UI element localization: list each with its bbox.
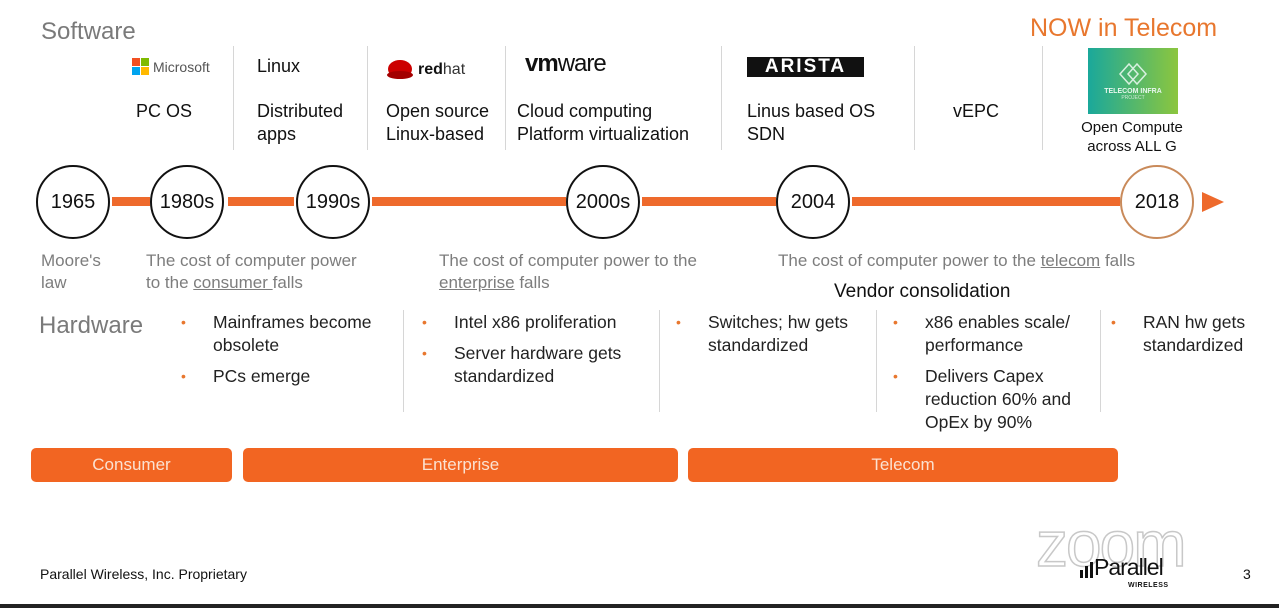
list-item: Switches; hw gets standardized (676, 311, 866, 357)
hardware-switches-list: Switches; hw gets standardized (676, 311, 866, 365)
vendor-consolidation-label: Vendor consolidation (834, 281, 1011, 302)
list-item: x86 enables scale/ performance (893, 311, 1093, 357)
era-consumer: Consumer (31, 448, 232, 482)
list-item: Delivers Capex reduction 60% and OpEx by… (893, 365, 1093, 434)
software-caption: Cloud computing Platform virtualization (517, 101, 690, 144)
brand-subtitle: WIRELESS (1128, 582, 1169, 589)
zoom-watermark: zoom (1035, 508, 1187, 580)
software-caption: Distributed apps (257, 101, 344, 144)
timeline-bar (642, 197, 776, 206)
software-caption: Open Compute across ALL G (1081, 119, 1183, 155)
timeline-node-2018: 2018 (1120, 165, 1194, 239)
list-item: PCs emerge (181, 365, 391, 388)
hardware-telecom-list: x86 enables scale/ performance Delivers … (893, 311, 1093, 442)
consumer-cost-note: The cost of computer power to the consum… (146, 251, 357, 292)
timeline-node-2004: 2004 (776, 165, 850, 239)
list-item: Server hardware gets standardized (422, 342, 624, 388)
timeline-node-1965: 1965 (36, 165, 110, 239)
list-item: Intel x86 proliferation (422, 311, 652, 334)
footer-proprietary: Parallel Wireless, Inc. Proprietary (40, 566, 247, 582)
enterprise-cost-note: The cost of computer power to the enterp… (439, 251, 697, 292)
timeline-node-2000s: 2000s (566, 165, 640, 239)
divider (505, 46, 506, 150)
list-item: RAN hw gets standardized (1111, 311, 1271, 357)
divider (659, 310, 660, 412)
hardware-consumer-list: Mainframes become obsolete PCs emerge (181, 311, 391, 396)
divider (721, 46, 722, 150)
timeline-bar (372, 197, 566, 206)
timeline-node-1990s: 1990s (296, 165, 370, 239)
software-title: Software (41, 18, 136, 45)
divider (1100, 310, 1101, 412)
era-enterprise: Enterprise (243, 448, 678, 482)
vmware-logo: vmware (525, 50, 607, 77)
divider (403, 310, 404, 412)
timeline-arrow-icon (1202, 192, 1224, 212)
timeline-node-1980s: 1980s (150, 165, 224, 239)
timeline-bar (228, 197, 294, 206)
bottom-border (0, 604, 1279, 608)
now-in-telecom-title: NOW in Telecom (1030, 14, 1218, 42)
software-caption: Open source Linux-based (386, 101, 490, 144)
divider (914, 46, 915, 150)
software-caption: PC OS (136, 101, 193, 121)
redhat-icon (387, 60, 413, 79)
signal-bars-icon (1080, 562, 1093, 578)
software-caption: vEPC (953, 101, 1000, 121)
divider (876, 310, 877, 412)
era-telecom: Telecom (688, 448, 1118, 482)
divider (367, 46, 368, 150)
list-item: Mainframes become obsolete (181, 311, 391, 357)
timeline-bar (852, 197, 1120, 206)
timeline-bar (112, 197, 150, 206)
divider (1042, 46, 1043, 150)
hardware-title: Hardware (39, 312, 144, 339)
moores-law-note: Moore's law (41, 251, 101, 292)
arista-logo: ARISTA (747, 56, 864, 77)
tip-diamond-icon (1118, 62, 1148, 85)
redhat-logo: redhat (386, 58, 465, 82)
parallel-wireless-logo: Parallel (1080, 556, 1164, 579)
hardware-enterprise-list: Intel x86 proliferation Server hardware … (422, 311, 652, 396)
telecom-infra-project-logo: TELECOM INFRA PROJECT (1088, 48, 1178, 114)
page-number: 3 (1243, 566, 1251, 582)
divider (233, 46, 234, 150)
linux-logo: Linux (257, 56, 301, 76)
microsoft-logo: Microsoft (132, 58, 210, 76)
hardware-ran-list: RAN hw gets standardized (1111, 311, 1271, 365)
microsoft-icon (132, 58, 149, 76)
software-caption: Linus based OS SDN (747, 101, 876, 144)
telecom-cost-note: The cost of computer power to the teleco… (778, 251, 1136, 270)
